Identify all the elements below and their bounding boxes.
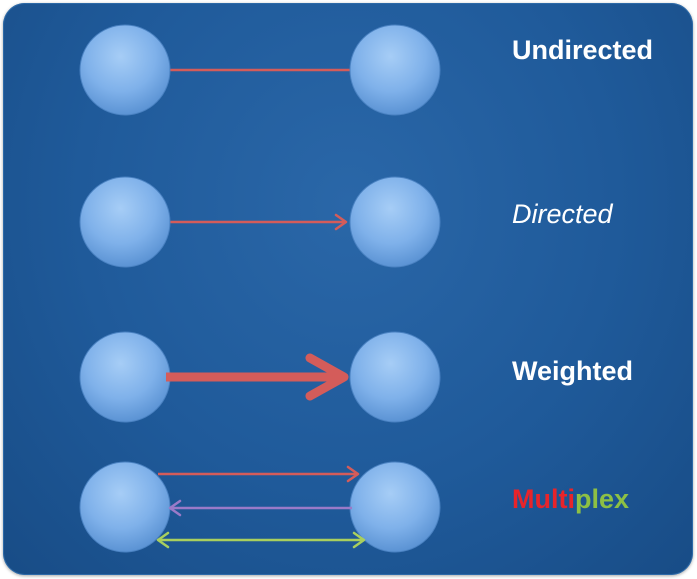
multiplex-edge-green-arrowhead-left (156, 531, 170, 549)
weighted-node-right (349, 331, 441, 423)
weighted-arrowhead (305, 353, 349, 401)
label-weighted: Weighted (512, 356, 633, 386)
label-multiplex-part2: plex (574, 484, 630, 514)
weighted-row (79, 331, 441, 423)
multiplex-node-left (79, 461, 171, 553)
directed-row (79, 176, 441, 268)
undirected-node-left (79, 24, 171, 116)
multiplex-edge-purple-arrowhead (168, 499, 182, 517)
undirected-row (79, 24, 441, 116)
label-multiplex-part1: Multi (512, 484, 575, 514)
directed-arrowhead (334, 213, 348, 231)
directed-node-right (349, 176, 441, 268)
multiplex-edge-green-arrowhead-right (352, 531, 366, 549)
multiplex-row (79, 461, 441, 553)
undirected-node-right (349, 24, 441, 116)
label-multiplex: Multiplex (512, 483, 629, 515)
label-directed: Directed (512, 199, 613, 229)
multiplex-edge-red-arrowhead (346, 465, 360, 483)
weighted-node-left (79, 331, 171, 423)
directed-node-left (79, 176, 171, 268)
label-undirected: Undirected (512, 35, 654, 65)
